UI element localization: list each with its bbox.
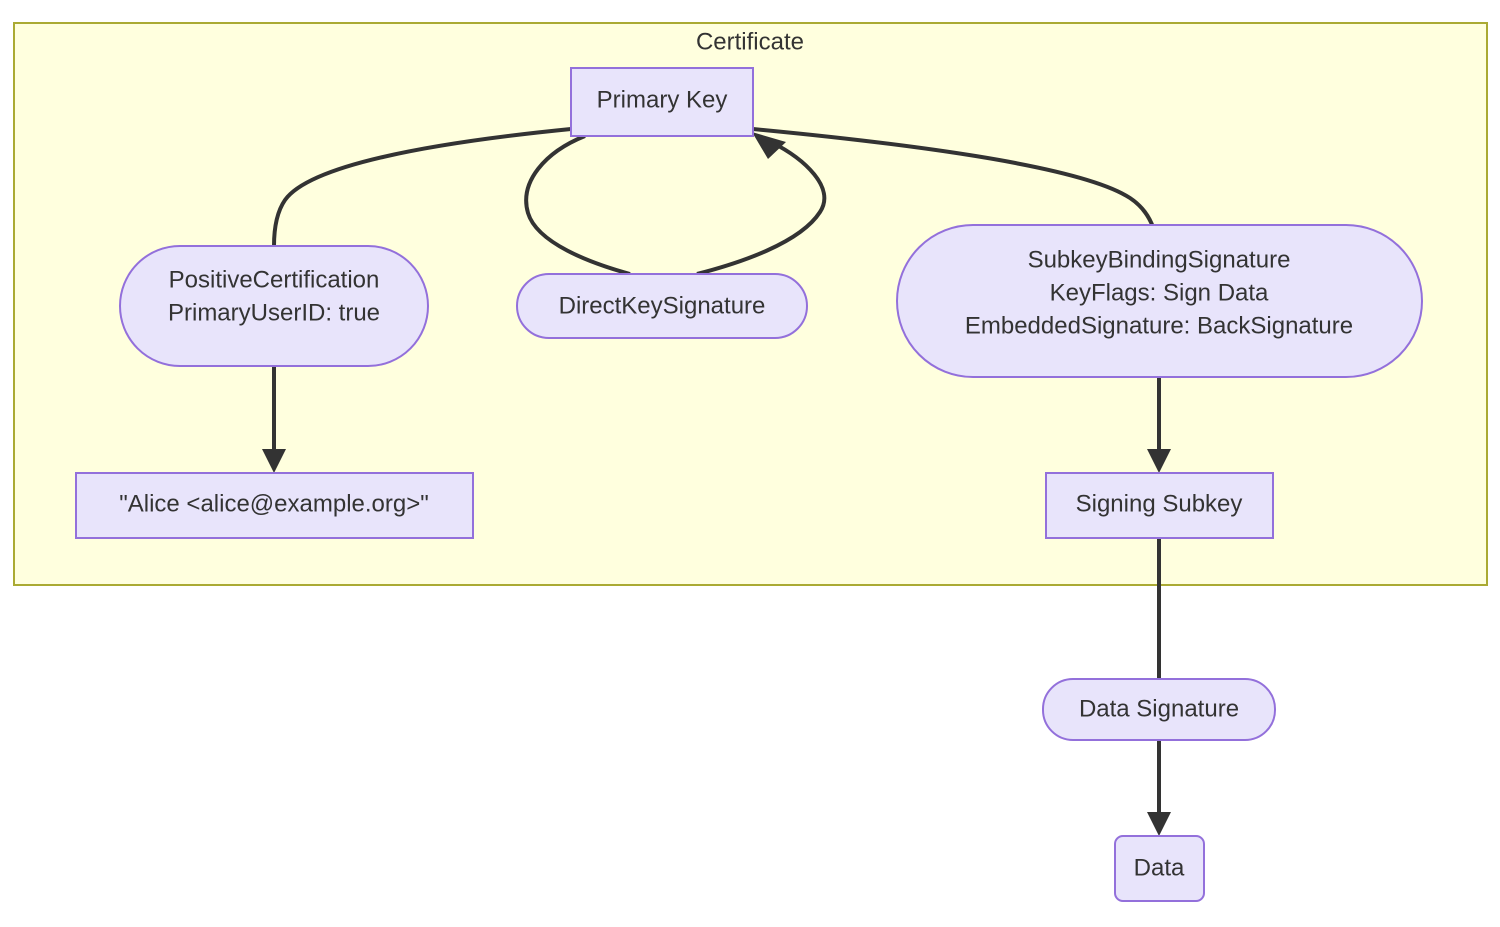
arrowhead-subkeybindingsignature-to-signingsubkey bbox=[1147, 449, 1171, 473]
node-signing-subkey-shape[interactable] bbox=[1045, 472, 1274, 539]
node-layer: Primary Key PositiveCertification Primar… bbox=[75, 67, 1423, 902]
edge-layer bbox=[262, 127, 1171, 836]
node-user-id-label: "Alice <alice@example.org>" bbox=[119, 490, 429, 517]
node-positive-certification[interactable]: PositiveCertification PrimaryUserID: tru… bbox=[119, 245, 429, 367]
arrowhead-datasignature-to-data bbox=[1147, 812, 1171, 836]
arrowhead-directkeysignature-to-primarykey bbox=[752, 132, 786, 159]
node-positive-certification-label-line2: PrimaryUserID: true bbox=[168, 299, 380, 326]
node-subkey-binding-signature-shape[interactable] bbox=[896, 224, 1423, 378]
node-primary-key-label: Primary Key bbox=[597, 86, 728, 113]
node-subkey-binding-signature-label-line3: EmbeddedSignature: BackSignature bbox=[965, 312, 1353, 339]
arrowhead-positivecertification-to-userid bbox=[262, 449, 286, 473]
node-direct-key-signature-label: DirectKeySignature bbox=[559, 292, 766, 319]
node-subkey-binding-signature-label-line1: SubkeyBindingSignature bbox=[1028, 246, 1291, 273]
node-data-signature-shape[interactable] bbox=[1042, 678, 1276, 741]
node-direct-key-signature[interactable]: DirectKeySignature bbox=[516, 273, 808, 339]
edge-primarykey-to-positivecertification bbox=[272, 127, 572, 247]
node-signing-subkey-label: Signing Subkey bbox=[1076, 490, 1243, 517]
node-user-id[interactable]: "Alice <alice@example.org>" bbox=[75, 472, 474, 539]
node-positive-certification-shape[interactable] bbox=[119, 245, 429, 367]
node-signing-subkey[interactable]: Signing Subkey bbox=[1045, 472, 1274, 539]
node-data-label: Data bbox=[1134, 854, 1185, 881]
cluster-label-certificate: Certificate bbox=[696, 28, 804, 55]
node-positive-certification-label-line1: PositiveCertification bbox=[169, 266, 380, 293]
node-subkey-binding-signature-label-line2: KeyFlags: Sign Data bbox=[1050, 279, 1269, 306]
node-primary-key-shape[interactable] bbox=[570, 67, 754, 137]
node-data-signature-label: Data Signature bbox=[1079, 695, 1239, 722]
node-primary-key[interactable]: Primary Key bbox=[570, 67, 754, 137]
node-data-shape[interactable] bbox=[1114, 835, 1205, 902]
node-subkey-binding-signature[interactable]: SubkeyBindingSignature KeyFlags: Sign Da… bbox=[896, 224, 1423, 378]
edge-directkeysignature-to-primarykey bbox=[696, 140, 827, 276]
edge-primarykey-to-directkeysignature bbox=[524, 134, 631, 276]
edge-primarykey-to-subkeybindingsignature bbox=[752, 127, 1159, 245]
node-data[interactable]: Data bbox=[1114, 835, 1205, 902]
node-direct-key-signature-shape[interactable] bbox=[516, 273, 808, 339]
node-data-signature[interactable]: Data Signature bbox=[1042, 678, 1276, 741]
node-user-id-shape[interactable] bbox=[75, 472, 474, 539]
